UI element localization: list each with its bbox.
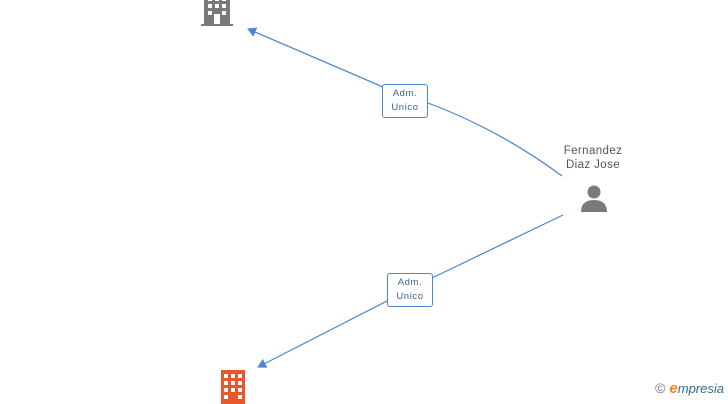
person-icon[interactable]: [579, 184, 609, 214]
edge-label-top: Adm. Unico: [382, 84, 428, 118]
building-icon[interactable]: [200, 0, 234, 28]
edge-label-bottom-line1: Adm.: [397, 277, 423, 288]
edge-label-bottom-line2: Unico: [396, 291, 424, 302]
brand-initial: e: [669, 380, 678, 397]
edge-label-top-line2: Unico: [391, 102, 419, 113]
copyright-symbol: ©: [655, 380, 666, 396]
edge-label-bottom: Adm. Unico: [387, 273, 433, 307]
person-name-line1: Fernandez: [563, 145, 623, 157]
person-name-line2: Diaz Jose: [565, 159, 621, 171]
brand-logo: ©empresia: [655, 380, 724, 397]
brand-name: mpresia: [677, 381, 724, 396]
edge-line-top: [247, 27, 563, 177]
building-icon[interactable]: [219, 370, 247, 404]
person-name: Fernandez Diaz Jose: [548, 144, 638, 172]
edge-label-top-line1: Adm.: [392, 88, 418, 99]
